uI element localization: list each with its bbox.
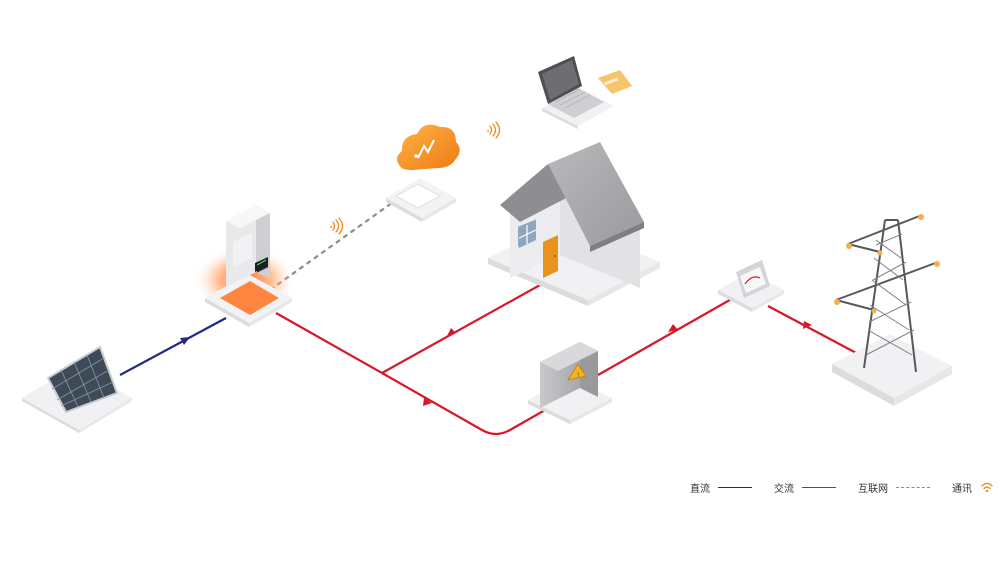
- legend-line-dc: [718, 486, 752, 488]
- legend-item-ac: 交流: [774, 480, 836, 495]
- ac-connections: [275, 284, 861, 436]
- legend-label-dc: 直流: [690, 483, 710, 495]
- distribution-box-icon: !: [528, 342, 612, 424]
- transmission-tower-icon: [832, 214, 952, 406]
- legend-line-internet: [896, 486, 930, 488]
- house-icon: [488, 142, 660, 306]
- router-icon: [386, 178, 456, 222]
- legend: 直流 交流 互联网 通讯: [690, 478, 994, 496]
- svg-text:!: !: [577, 372, 579, 379]
- solar-panel-icon: [22, 345, 132, 433]
- laptop-icon: [538, 56, 632, 129]
- inverter-display: [255, 257, 268, 272]
- legend-label-ac: 交流: [774, 483, 794, 495]
- wifi-icon: [487, 121, 501, 139]
- house-door: [543, 235, 558, 278]
- electric-meter-icon: [718, 260, 784, 312]
- internet-connection: [269, 199, 397, 291]
- legend-line-ac: [802, 486, 836, 488]
- cloud-icon: [396, 124, 460, 170]
- legend-label-comm: 通讯: [952, 483, 972, 495]
- ac-flow-arrows: [423, 321, 812, 406]
- dc-connection: [119, 317, 227, 376]
- wifi-icon: [330, 217, 344, 235]
- inverter-icon: [197, 206, 293, 327]
- house-window: [518, 221, 537, 248]
- legend-item-comm: 通讯: [952, 480, 994, 495]
- legend-item-dc: 直流: [690, 480, 752, 495]
- wifi-icon: [981, 482, 993, 493]
- legend-item-internet: 互联网: [858, 480, 930, 495]
- flow-arrow: [180, 337, 190, 345]
- legend-label-internet: 互联网: [858, 483, 888, 495]
